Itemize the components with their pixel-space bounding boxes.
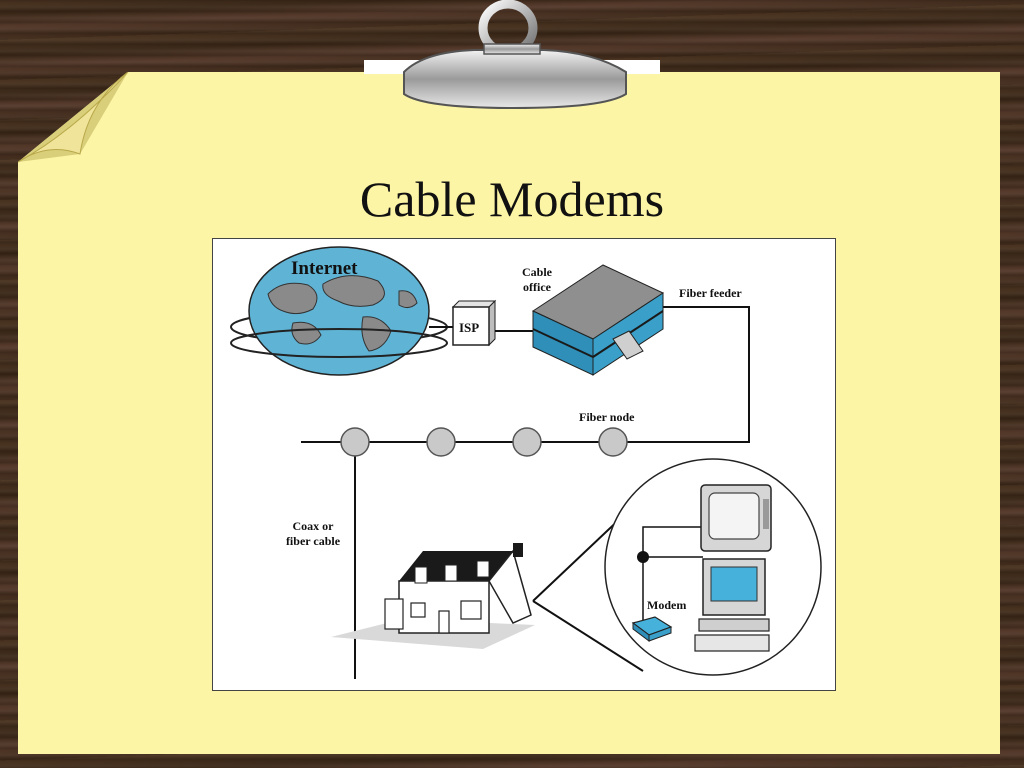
fiber-node-label: Fiber node xyxy=(579,410,635,424)
internet-globe-icon xyxy=(230,246,448,376)
fiber-nodes xyxy=(340,427,628,457)
fiber-node-2 xyxy=(426,427,456,457)
cable-office-label-line1: Cable xyxy=(522,265,552,279)
coax-label-line2: fiber cable xyxy=(285,534,341,548)
modem-icon xyxy=(631,616,673,642)
house-icon xyxy=(331,543,535,649)
coax-cable-label: Coax or fiber cable xyxy=(275,519,351,549)
coax-label-line1: Coax or xyxy=(292,519,334,533)
isp-box xyxy=(451,299,497,347)
slide-title: Cable Modems xyxy=(359,171,665,227)
fiber-node-4 xyxy=(598,427,628,457)
fiber-node-1 xyxy=(340,427,370,457)
television-icon xyxy=(700,484,772,552)
modem-label: Modem xyxy=(647,598,687,612)
fiber-node-3 xyxy=(512,427,542,457)
cable-office-label-line2: office xyxy=(523,280,551,294)
internet-label: Internet xyxy=(291,258,358,279)
computer-icon xyxy=(694,558,770,652)
diagram-drawing xyxy=(230,246,822,679)
fiber-feeder-label: Fiber feeder xyxy=(679,286,742,300)
isp-label: ISP xyxy=(459,320,480,335)
cable-office-label: Cable office xyxy=(513,265,561,295)
binder-clip xyxy=(364,0,660,110)
paper-curl xyxy=(18,72,129,163)
cable-network-diagram: Internet ISP Cable office Fiber feeder F… xyxy=(212,238,836,691)
home-equipment-inset xyxy=(604,458,822,676)
cable-office-building-icon xyxy=(531,264,665,376)
